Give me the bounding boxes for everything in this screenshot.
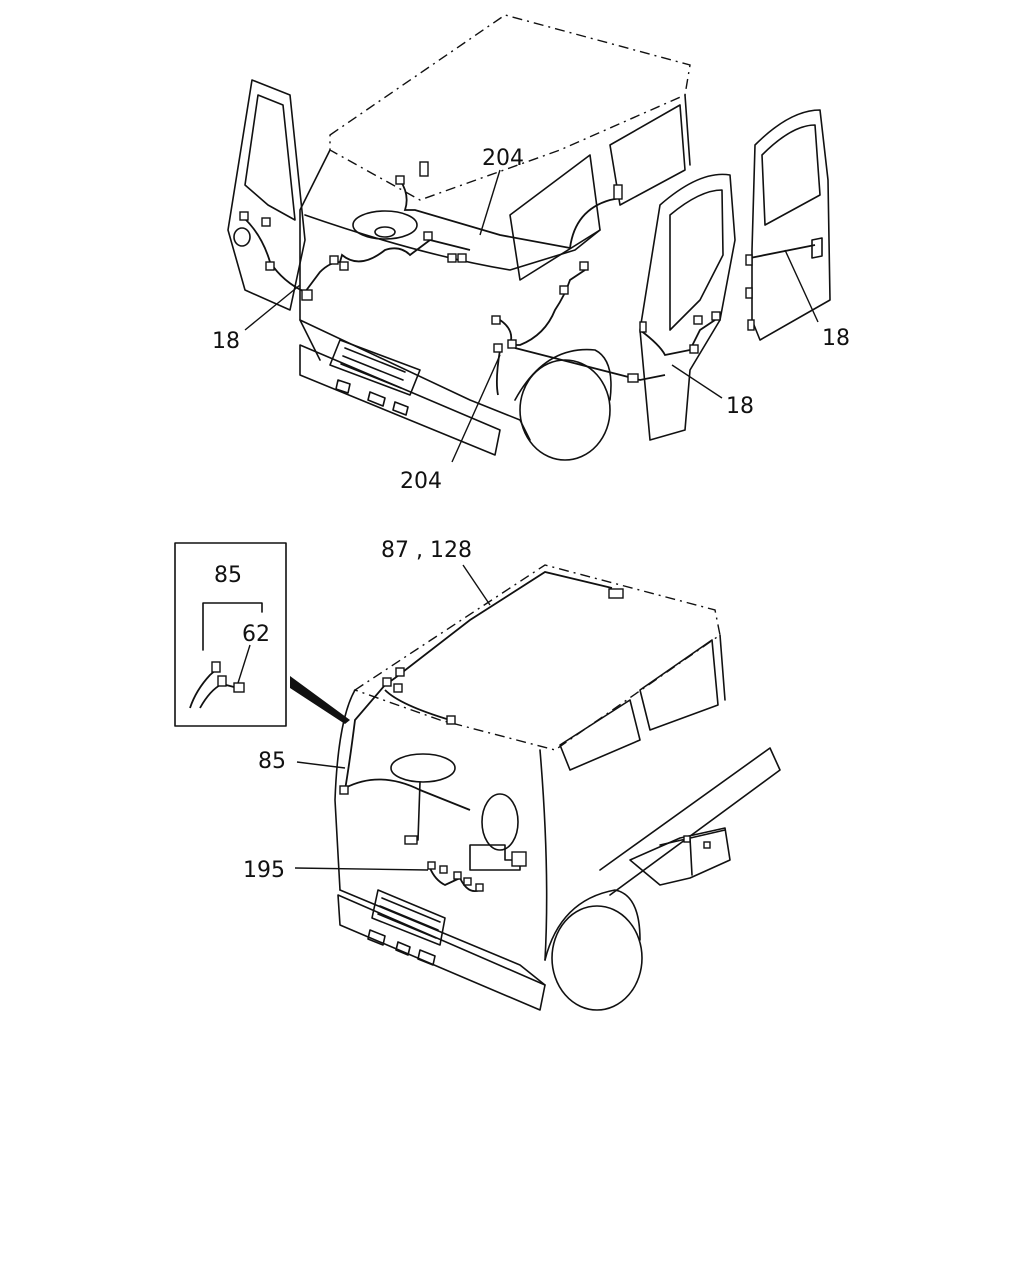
inset-harness bbox=[189, 667, 239, 709]
inset-connector-62 bbox=[233, 682, 245, 693]
callout-204-lower: 204 bbox=[400, 469, 442, 494]
bottom-cab-wheel bbox=[551, 905, 643, 1011]
top-connectors bbox=[239, 161, 755, 383]
inset-zoom-wedge bbox=[290, 676, 350, 724]
inset-leader-62 bbox=[237, 644, 251, 684]
top-cab-grille bbox=[329, 339, 421, 396]
bottom-harness-dash bbox=[344, 778, 471, 811]
top-cab-illustration bbox=[227, 14, 831, 463]
bottom-cab-wheel-arch bbox=[544, 889, 641, 961]
callout-18-rear: 18 bbox=[822, 326, 850, 351]
top-cab-bumper bbox=[299, 344, 501, 456]
callout-62-inset: 62 bbox=[242, 622, 270, 647]
top-rear-door bbox=[751, 109, 831, 341]
bottom-battery-box bbox=[629, 827, 731, 886]
top-rear-door-latch bbox=[811, 237, 823, 259]
bottom-cab-illustration bbox=[174, 542, 781, 1011]
top-harness-lower bbox=[495, 347, 666, 396]
top-steering-wheel bbox=[352, 210, 418, 240]
callout-87-128: 87 , 128 bbox=[381, 538, 472, 563]
top-cab-side-window-1 bbox=[509, 154, 601, 281]
bottom-battery-detail bbox=[659, 829, 726, 876]
top-harness-dash-right bbox=[499, 269, 586, 346]
top-cab-wheel bbox=[519, 359, 611, 461]
bottom-harness-roof bbox=[344, 571, 613, 791]
bottom-steering-wheel bbox=[390, 753, 456, 783]
top-left-door bbox=[227, 79, 306, 311]
bottom-cab-bumper bbox=[337, 894, 546, 1011]
bottom-cab-rear-pillar bbox=[719, 634, 726, 701]
top-leader-18-right bbox=[671, 364, 723, 399]
bottom-cab-roof bbox=[353, 564, 721, 751]
top-harness-rear-door bbox=[749, 244, 816, 259]
bottom-cab-door-edge bbox=[539, 749, 548, 961]
top-cab-rear-pillar bbox=[684, 94, 691, 166]
inset-connector-a bbox=[211, 661, 221, 673]
bottom-cab-grille bbox=[371, 889, 446, 946]
top-left-door-window bbox=[244, 94, 296, 221]
top-right-door-window bbox=[669, 189, 724, 331]
top-harness-roof bbox=[399, 179, 621, 250]
top-leader-204-upper bbox=[479, 169, 501, 236]
bottom-cab-window-2 bbox=[639, 639, 719, 731]
top-cab-front-pillar bbox=[299, 149, 331, 361]
top-leader-204-lower bbox=[451, 354, 501, 463]
top-harness-right-door bbox=[639, 319, 716, 357]
top-leader-18-left bbox=[244, 284, 301, 331]
top-cab-roof bbox=[329, 14, 691, 201]
bottom-harness-header bbox=[384, 689, 451, 721]
bottom-steering-column bbox=[417, 781, 421, 841]
bottom-air-cleaner bbox=[481, 793, 519, 851]
inset-bracket bbox=[202, 602, 263, 651]
top-cab-dash-line bbox=[304, 214, 601, 271]
bottom-harness-engine bbox=[429, 867, 481, 893]
top-left-door-handle bbox=[233, 227, 251, 247]
callout-195: 195 bbox=[243, 858, 285, 883]
top-leader-18-rear bbox=[784, 249, 819, 323]
top-rear-door-window bbox=[761, 124, 821, 226]
callout-18-right: 18 bbox=[726, 394, 754, 419]
callout-85-inset: 85 bbox=[214, 563, 242, 588]
inset-connector-b bbox=[217, 675, 227, 687]
callout-204-upper: 204 bbox=[482, 146, 524, 171]
top-cab-lamps bbox=[335, 379, 409, 416]
callout-18-left: 18 bbox=[212, 329, 240, 354]
inset-box bbox=[174, 542, 287, 727]
callout-85-pillar: 85 bbox=[258, 749, 286, 774]
bottom-cab-window-1 bbox=[559, 699, 641, 771]
bottom-cab-lamps bbox=[367, 929, 436, 966]
bottom-leader-195 bbox=[294, 867, 429, 871]
top-steering-hub bbox=[374, 226, 396, 238]
top-right-door bbox=[639, 173, 736, 441]
bottom-leader-85 bbox=[296, 761, 346, 769]
bottom-chassis-rail bbox=[599, 747, 781, 896]
top-cab-front-edge bbox=[299, 319, 531, 441]
bottom-leader-87-128 bbox=[462, 564, 491, 606]
bottom-cab-front-pillar bbox=[334, 689, 356, 891]
bottom-connectors bbox=[339, 588, 711, 892]
